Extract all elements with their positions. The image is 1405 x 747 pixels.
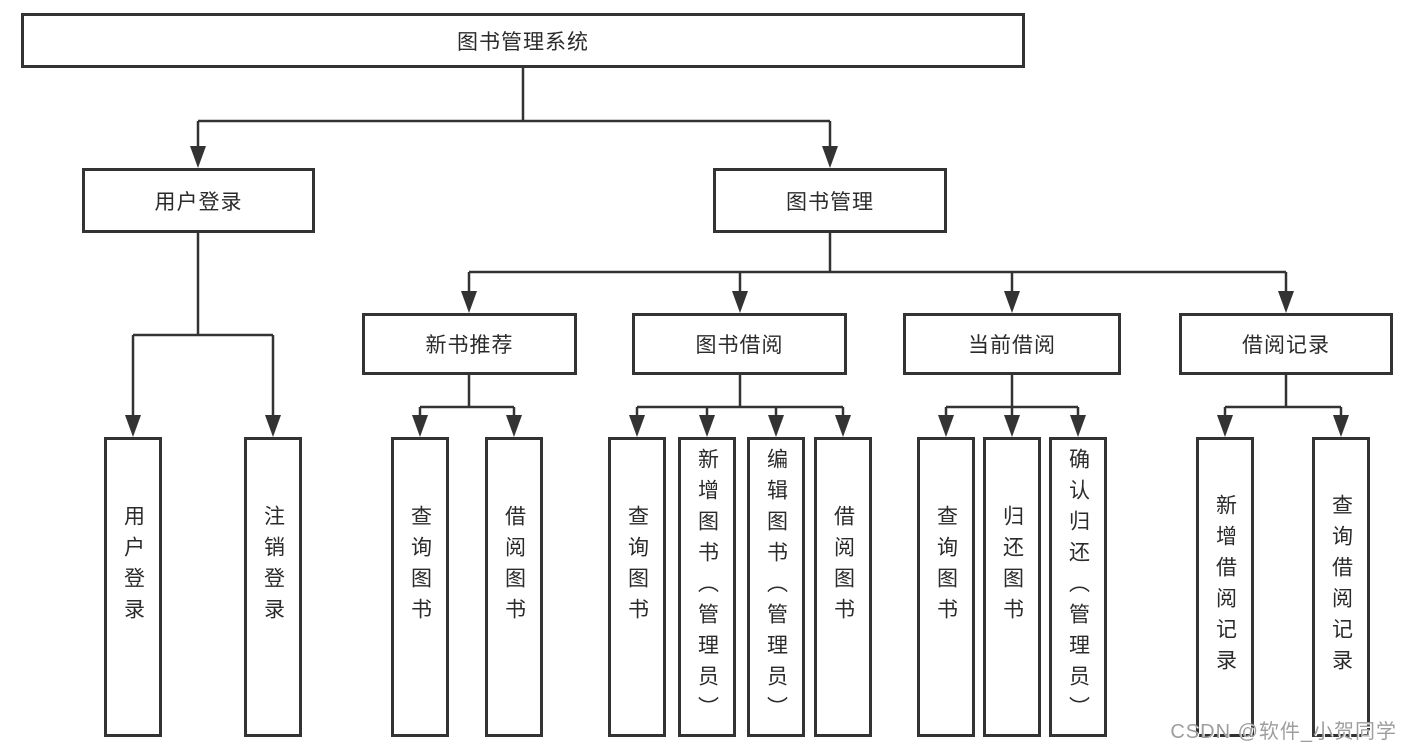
leaf-add-books-admin-label: 新增图书（管理员） xyxy=(695,447,719,727)
node-root-label: 图书管理系统 xyxy=(457,30,589,54)
node-book-borrow: 图书借阅 xyxy=(632,313,847,375)
node-current-borrow: 当前借阅 xyxy=(903,313,1121,375)
leaf-edit-books-admin-label: 编辑图书（管理员） xyxy=(764,447,788,727)
leaf-borrow-books-label: 借阅图书 xyxy=(831,505,855,629)
node-current-borrow-label: 当前借阅 xyxy=(968,334,1056,357)
leaf-query-books-borrow: 查询图书 xyxy=(608,437,666,737)
node-book-management: 图书管理 xyxy=(713,168,947,233)
leaf-confirm-return-admin: 确认归还（管理员） xyxy=(1049,437,1107,737)
node-book-borrow-label: 图书借阅 xyxy=(695,334,784,357)
node-root-system: 图书管理系统 xyxy=(21,13,1025,68)
node-user-login-label: 用户登录 xyxy=(154,190,243,214)
leaf-logout: 注销登录 xyxy=(244,437,302,737)
leaf-logout-label: 注销登录 xyxy=(261,505,285,629)
connector-borrow-records-children xyxy=(1217,375,1349,437)
connector-root-to-level2 xyxy=(190,68,838,168)
leaf-add-borrow-record: 新增借阅记录 xyxy=(1196,437,1254,737)
node-new-book-recommend: 新书推荐 xyxy=(362,313,577,375)
leaf-user-login: 用户登录 xyxy=(104,437,162,737)
leaf-confirm-return-admin-label: 确认归还（管理员） xyxy=(1066,447,1090,727)
leaf-query-books-recommend: 查询图书 xyxy=(391,437,449,737)
leaf-query-borrow-record-label: 查询借阅记录 xyxy=(1329,494,1353,680)
leaf-return-books: 归还图书 xyxy=(983,437,1041,737)
leaf-user-login-label: 用户登录 xyxy=(121,505,145,629)
node-borrow-records: 借阅记录 xyxy=(1179,313,1393,375)
leaf-borrow-books: 借阅图书 xyxy=(814,437,872,737)
leaf-query-borrow-record: 查询借阅记录 xyxy=(1312,437,1370,737)
leaf-edit-books-admin: 编辑图书（管理员） xyxy=(747,437,805,737)
node-user-login: 用户登录 xyxy=(82,168,315,233)
leaf-add-borrow-record-label: 新增借阅记录 xyxy=(1213,494,1237,680)
node-borrow-records-label: 借阅记录 xyxy=(1242,334,1330,357)
leaf-borrow-books-recommend-label: 借阅图书 xyxy=(502,505,526,629)
connector-new-books-children xyxy=(412,375,522,437)
leaf-add-books-admin: 新增图书（管理员） xyxy=(678,437,736,737)
leaf-borrow-books-recommend: 借阅图书 xyxy=(485,437,543,737)
leaf-query-books-borrow-label: 查询图书 xyxy=(625,505,649,629)
leaf-query-books-recommend-label: 查询图书 xyxy=(408,505,432,629)
leaf-return-books-label: 归还图书 xyxy=(1000,505,1024,629)
leaf-query-books-current-label: 查询图书 xyxy=(934,505,958,629)
connector-user-login-children xyxy=(125,233,281,437)
connector-book-borrow-children xyxy=(629,375,851,437)
leaf-query-books-current: 查询图书 xyxy=(917,437,975,737)
connector-current-borrow-children xyxy=(938,375,1086,437)
connector-book-mgmt-children xyxy=(461,233,1294,313)
node-new-book-recommend-label: 新书推荐 xyxy=(425,334,514,357)
node-book-management-label: 图书管理 xyxy=(786,190,874,214)
